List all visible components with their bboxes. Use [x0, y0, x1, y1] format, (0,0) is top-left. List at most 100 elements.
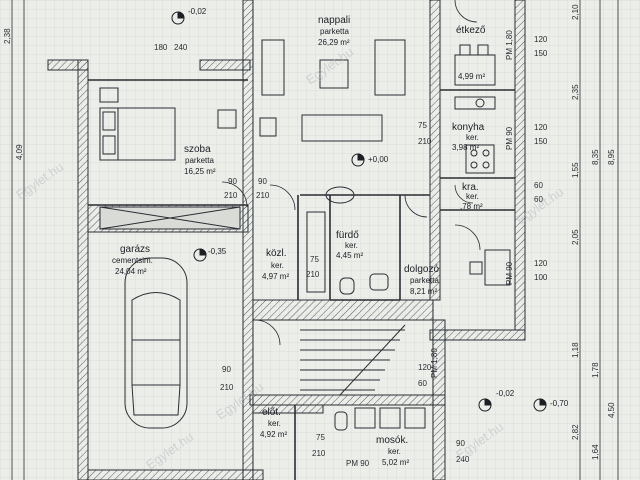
dim-150-b: 150 — [534, 137, 548, 146]
furniture — [99, 39, 511, 431]
level-markers — [171, 11, 547, 412]
room-name-garazs: garázs — [120, 244, 150, 255]
room-floor-konyha: ker. — [466, 133, 479, 142]
level-center: +0,00 — [368, 155, 389, 164]
dim-120-d: 120 — [418, 363, 432, 372]
bathtub-icon — [306, 211, 326, 293]
dim-right-7: 1,18 — [571, 342, 580, 358]
dim-120-c: 120 — [534, 259, 548, 268]
dim-right-3: 1,55 — [571, 162, 580, 178]
dim-240-b: 240 — [456, 455, 470, 464]
room-floor-nappali: parketta — [320, 27, 349, 36]
sink-icon — [454, 96, 496, 110]
room-labels: nappali parketta 26,29 m² étkező 4,99 m²… — [112, 15, 486, 467]
room-area-etkezo: 4,99 m² — [458, 72, 485, 81]
room-name-dolgozo: dolgozó — [404, 264, 439, 275]
stairs-icon — [300, 324, 406, 396]
dim-210-a: 210 — [224, 191, 238, 200]
stove-icon — [465, 144, 495, 174]
car-icon — [124, 257, 188, 429]
dim-60-c: 60 — [418, 379, 427, 388]
room-floor-kamra: ker. — [466, 192, 479, 201]
room-name-mosok: mosók. — [376, 435, 408, 446]
room-area-kozl: 4,97 m² — [262, 272, 289, 281]
room-area-furdo: 4,45 m² — [336, 251, 363, 260]
dim-90-c: 90 — [222, 365, 231, 374]
sofa-icon — [261, 39, 285, 96]
room-floor-mosok: ker. — [388, 447, 401, 456]
toilet-icon — [339, 277, 355, 295]
room-name-szoba: szoba — [184, 144, 211, 155]
dim-90-b: 90 — [258, 177, 267, 186]
dim-100: 100 — [534, 273, 548, 282]
dim-left-top: 2,38 — [3, 28, 12, 44]
room-area-garazs: 24,04 m² — [115, 267, 147, 276]
dim-210-b: 210 — [256, 191, 270, 200]
dim-60-a: 60 — [534, 181, 543, 190]
dim-90-d: 90 — [456, 439, 465, 448]
dim-150-a: 150 — [534, 49, 548, 58]
room-floor-szoba: parketta — [185, 156, 214, 165]
dim-75-b: 75 — [310, 255, 319, 264]
dim-210-f: 210 — [312, 449, 326, 458]
level-marker-icon — [171, 11, 185, 25]
dim-right-1: 2,10 — [571, 4, 580, 20]
room-area-szoba: 16,25 m² — [184, 167, 216, 176]
dim-pm180-b: PM 1,80 — [430, 348, 439, 378]
dim-60-b: 60 — [534, 195, 543, 204]
dim-right-10: 2,82 — [571, 424, 580, 440]
washer-icon — [354, 407, 376, 429]
dining-table-icon — [454, 54, 496, 86]
level-right: -0,02 — [496, 389, 515, 398]
dim-right-11: 1,64 — [591, 444, 600, 460]
room-floor-garazs: cementsim. — [112, 256, 153, 265]
dim-120-a: 120 — [534, 35, 548, 44]
level-top: -0,02 — [188, 7, 207, 16]
room-area-mosok: 5,02 m² — [382, 458, 409, 467]
dim-210-c: 210 — [418, 137, 432, 146]
room-name-konyha: konyha — [452, 122, 485, 133]
dim-pm90-w: PM 90 — [505, 261, 514, 285]
room-name-kamra: kra. — [462, 182, 479, 193]
desk-icon — [484, 249, 511, 286]
level-garage: -0,35 — [208, 247, 227, 256]
room-name-kozl: közl. — [266, 248, 287, 259]
room-area-dolgozo: 8,21 m² — [410, 287, 437, 296]
dimension-texts: 180 240 90 210 90 210 75 210 75 210 120 … — [3, 4, 616, 468]
dim-75-c: 75 — [316, 433, 325, 442]
level-values: -0,02 +0,00 -0,35 -0,02 -0,70 — [188, 7, 569, 408]
dimension-lines — [11, 0, 619, 480]
dim-180: 180 — [154, 43, 168, 52]
dim-210-d: 210 — [306, 270, 320, 279]
dim-right-2: 2,35 — [571, 84, 580, 100]
dim-right-8: 1,78 — [591, 362, 600, 378]
dim-240: 240 — [174, 43, 188, 52]
interior-walls — [88, 79, 515, 480]
room-name-elot: előt. — [262, 407, 281, 418]
dim-120-b: 120 — [534, 123, 548, 132]
dim-left-mid: 4,09 — [15, 144, 24, 160]
dim-pm90-v: PM 90 — [505, 126, 514, 150]
room-area-kamra: ,78 m² — [460, 202, 483, 211]
dim-210-e: 210 — [220, 383, 234, 392]
room-floor-elot: ker. — [268, 419, 281, 428]
room-area-konyha: 3,98 m² — [452, 143, 479, 152]
dim-right-9: 4,50 — [607, 402, 616, 418]
dim-right-4: 2,05 — [571, 229, 580, 245]
dim-pm180-a: PM 1,80 — [505, 30, 514, 60]
room-floor-dolgozo: parketta — [410, 276, 439, 285]
dim-pm90: PM 90 — [346, 459, 370, 468]
room-name-nappali: nappali — [318, 15, 350, 26]
room-floor-furdo: ker. — [345, 241, 358, 250]
dim-90-a: 90 — [228, 177, 237, 186]
level-edge: -0,70 — [550, 399, 569, 408]
room-area-nappali: 26,29 m² — [318, 38, 350, 47]
room-floor-kozl: ker. — [271, 261, 284, 270]
dim-right-5: 8,35 — [591, 149, 600, 165]
dim-right-6: 8,95 — [607, 149, 616, 165]
door-swings — [221, 0, 481, 346]
room-name-etkezo: étkező — [456, 25, 486, 36]
dim-75-a: 75 — [418, 121, 427, 130]
room-area-elot: 4,92 m² — [260, 430, 287, 439]
